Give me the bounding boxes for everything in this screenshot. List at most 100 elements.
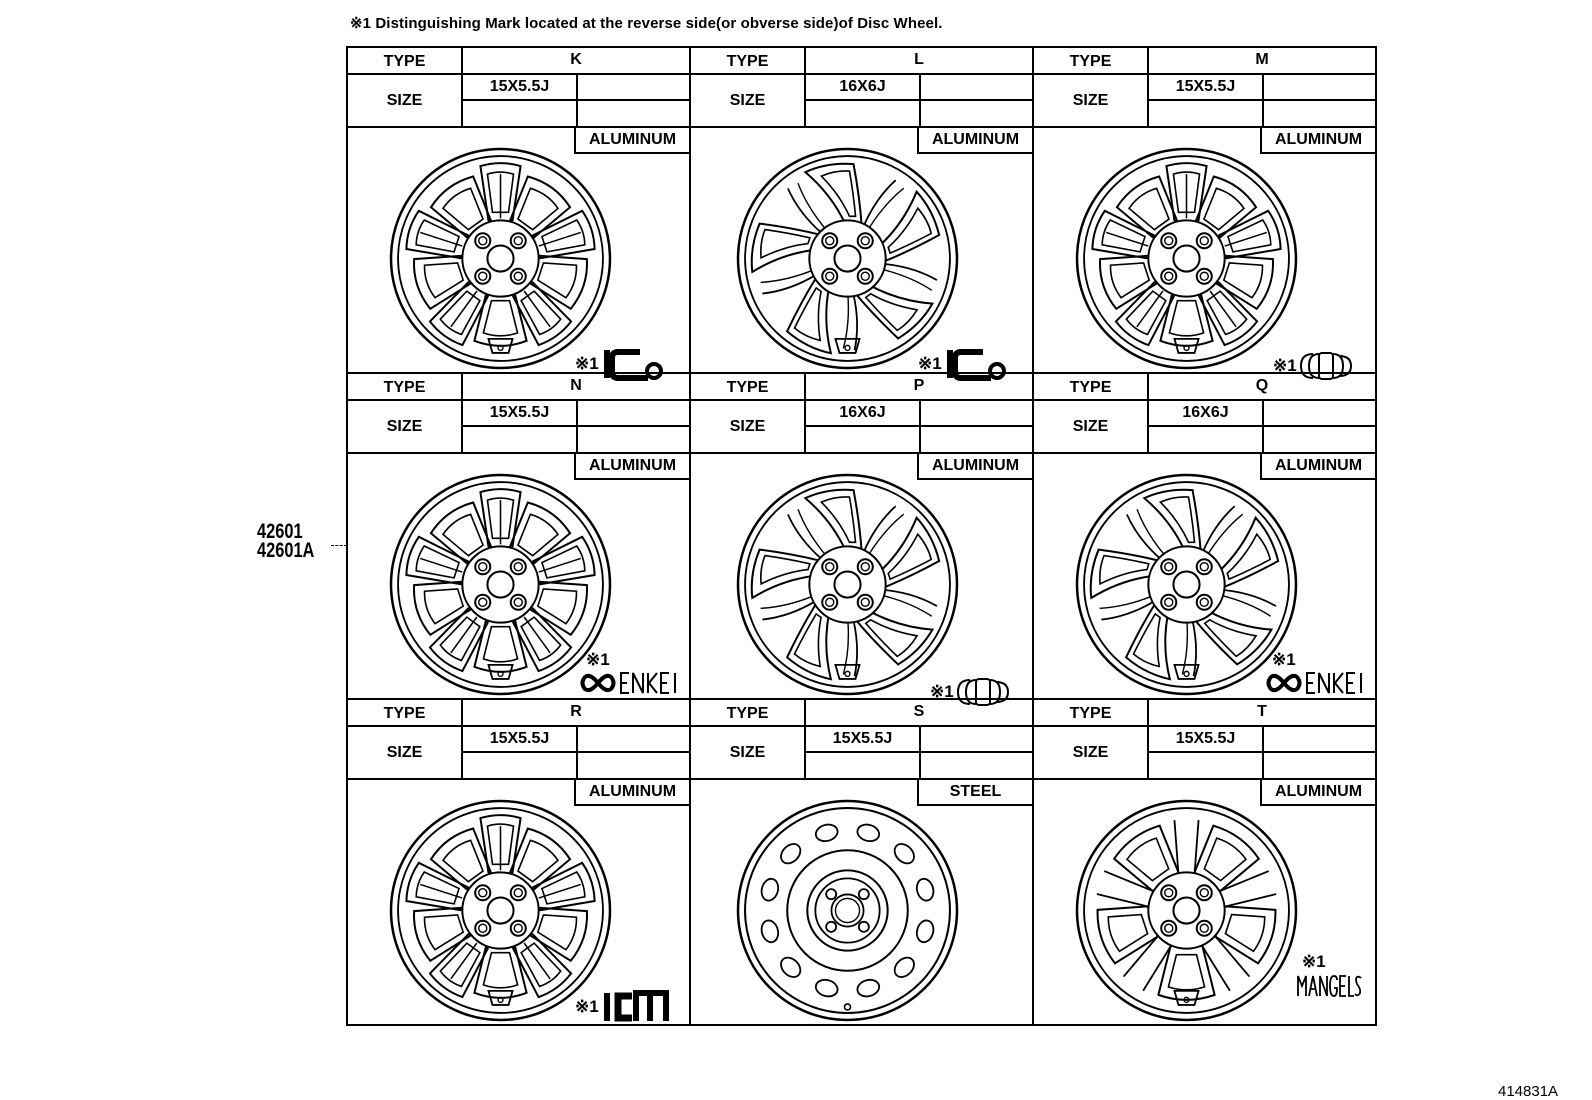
- table-rule: [1149, 99, 1375, 101]
- leader-line: [331, 545, 347, 546]
- type-label: TYPE: [1069, 53, 1112, 70]
- type-label: TYPE: [383, 705, 426, 722]
- disc-wheel-icon: [1075, 473, 1298, 696]
- table-rule: [576, 401, 578, 454]
- table-rule: [348, 399, 691, 401]
- table-rule: [1034, 725, 1375, 727]
- size-label: SIZE: [386, 92, 423, 109]
- table-rule: [1147, 700, 1149, 780]
- size-label: SIZE: [386, 744, 423, 761]
- icm-logo-icon: [603, 990, 669, 1022]
- size-label: SIZE: [729, 92, 766, 109]
- kco-logo-icon: [603, 349, 663, 381]
- table-rule: [1149, 425, 1375, 427]
- table-rule: [463, 99, 691, 101]
- disc-wheel-icon: [736, 799, 959, 1022]
- size-label: SIZE: [1072, 744, 1109, 761]
- type-value: M: [1255, 51, 1269, 68]
- table-rule: [461, 700, 463, 780]
- reference-note-marker: ※1: [918, 354, 942, 373]
- table-rule: [919, 727, 921, 780]
- reference-note-marker: ※1: [1272, 650, 1296, 669]
- type-label: TYPE: [1069, 705, 1112, 722]
- reference-note-marker: ※1: [1302, 952, 1326, 971]
- disc-wheel-icon: [1075, 147, 1298, 370]
- enkei-mark-row: [580, 670, 679, 696]
- table-rule: [463, 425, 691, 427]
- distinguishing-mark: ※1: [575, 346, 666, 382]
- part-number: 42601: [257, 520, 303, 543]
- table-rule: [806, 751, 1034, 753]
- table-rule: [348, 725, 691, 727]
- table-rule: [348, 73, 691, 75]
- type-label: TYPE: [383, 53, 426, 70]
- disc-wheel-icon: [389, 147, 612, 370]
- material-label: ALUMINUM: [917, 128, 1032, 154]
- material-label: ALUMINUM: [917, 454, 1032, 480]
- size-value: 15X5.5J: [489, 730, 550, 747]
- table-rule: [1262, 401, 1264, 454]
- enkei-mark-row: [1266, 670, 1365, 696]
- size-value: 16X6J: [839, 78, 886, 95]
- kco-logo-icon: [946, 349, 1006, 381]
- table-rule: [461, 48, 463, 128]
- size-value: 15X5.5J: [1175, 730, 1236, 747]
- table-rule: [804, 48, 806, 128]
- material-label: ALUMINUM: [574, 780, 689, 806]
- distinguishing-mark: ※1: [1266, 650, 1365, 696]
- size-value: 16X6J: [1182, 404, 1229, 421]
- type-value: T: [1257, 703, 1267, 720]
- material-label: ALUMINUM: [574, 128, 689, 154]
- material-label: ALUMINUM: [1260, 454, 1375, 480]
- part-number: 42601A: [257, 539, 315, 562]
- enkei-logo-icon: [580, 673, 616, 693]
- type-label: TYPE: [726, 379, 769, 396]
- disc-wheel-icon: [736, 473, 959, 696]
- size-value: 15X5.5J: [489, 78, 550, 95]
- cmw-logo-icon: [956, 678, 1009, 706]
- table-rule: [804, 374, 806, 454]
- table-rule: [691, 399, 1034, 401]
- material-label: ALUMINUM: [574, 454, 689, 480]
- table-rule: [919, 75, 921, 128]
- size-label: SIZE: [1072, 92, 1109, 109]
- material-label: STEEL: [917, 780, 1032, 806]
- size-value: 15X5.5J: [489, 404, 550, 421]
- table-rule: [1149, 751, 1375, 753]
- enkei-logo-icon: [1266, 673, 1302, 693]
- type-value: L: [914, 51, 924, 68]
- enkei-wordmark-icon: [620, 672, 676, 694]
- type-label: TYPE: [726, 705, 769, 722]
- distinguishing-mark: ※1: [918, 346, 1009, 382]
- distinguishing-mark-note: ※1 Distinguishing Mark located at the re…: [350, 15, 943, 32]
- material-label: ALUMINUM: [1260, 780, 1375, 806]
- wheel-header: TYPE T SIZE 15X5.5J: [1034, 700, 1375, 780]
- table-rule: [806, 425, 1034, 427]
- mangels-wordmark-icon: [1297, 975, 1362, 997]
- part-number-callout: 42601 42601A: [257, 520, 315, 562]
- distinguishing-mark: ※1: [930, 676, 1010, 708]
- document-id: 414831A: [1498, 1083, 1559, 1100]
- disc-wheel-icon: [389, 799, 612, 1022]
- table-rule: [1034, 73, 1375, 75]
- enkei-wordmark-icon: [1306, 672, 1362, 694]
- disc-wheel-icon: [389, 473, 612, 696]
- type-value: N: [570, 377, 582, 394]
- table-rule: [461, 374, 463, 454]
- table-rule: [1147, 374, 1149, 454]
- size-label: SIZE: [1072, 418, 1109, 435]
- type-value: Q: [1255, 377, 1269, 394]
- table-rule: [1147, 48, 1149, 128]
